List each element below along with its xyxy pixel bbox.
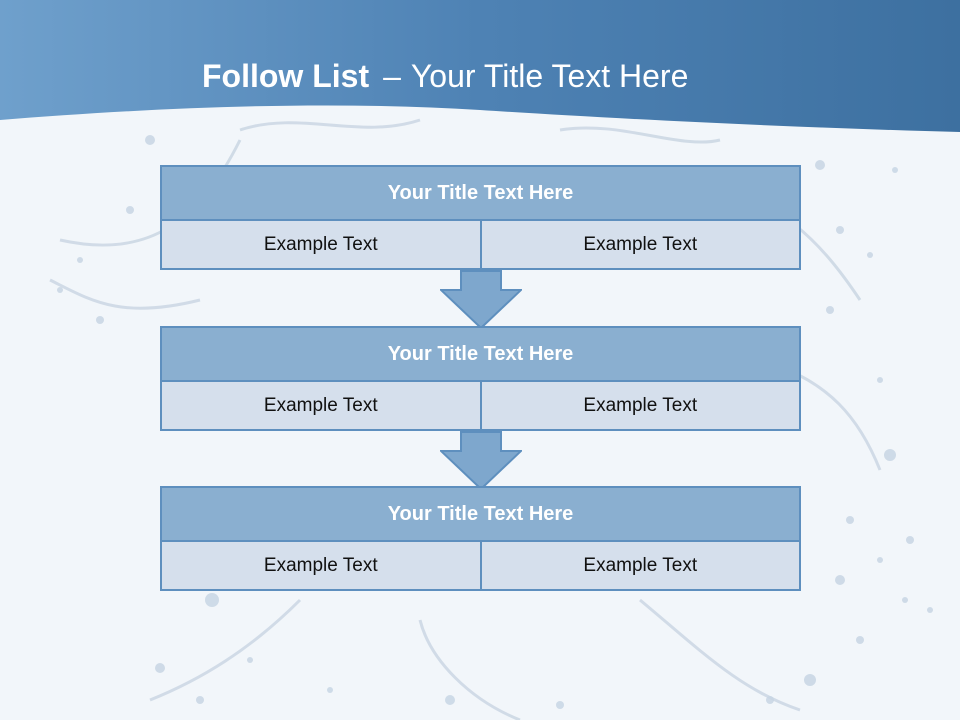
block-cell-left: Example Text xyxy=(160,221,482,270)
block-title: Your Title Text Here xyxy=(160,326,801,382)
slide-title-bold: Follow List xyxy=(202,58,370,94)
block-title: Your Title Text Here xyxy=(160,165,801,221)
block-row: Example Text Example Text xyxy=(160,542,801,591)
block-cell-left: Example Text xyxy=(160,382,482,431)
block-row: Example Text Example Text xyxy=(160,221,801,270)
slide-title-rest: Your Title Text Here xyxy=(410,58,689,94)
slide-title-separator: – xyxy=(383,58,401,94)
block-title: Your Title Text Here xyxy=(160,486,801,542)
down-arrow-icon xyxy=(440,270,522,330)
list-block-1: Your Title Text Here Example Text Exampl… xyxy=(160,165,801,270)
block-cell-right: Example Text xyxy=(481,382,801,431)
block-cell-right: Example Text xyxy=(481,221,801,270)
header-wave-band xyxy=(0,0,960,132)
block-cell-left: Example Text xyxy=(160,542,482,591)
block-row: Example Text Example Text xyxy=(160,382,801,431)
slide-title: Follow List–Your Title Text Here xyxy=(202,52,688,100)
list-block-3: Your Title Text Here Example Text Exampl… xyxy=(160,486,801,591)
down-arrow-icon xyxy=(440,431,522,491)
block-cell-right: Example Text xyxy=(481,542,801,591)
list-block-2: Your Title Text Here Example Text Exampl… xyxy=(160,326,801,431)
